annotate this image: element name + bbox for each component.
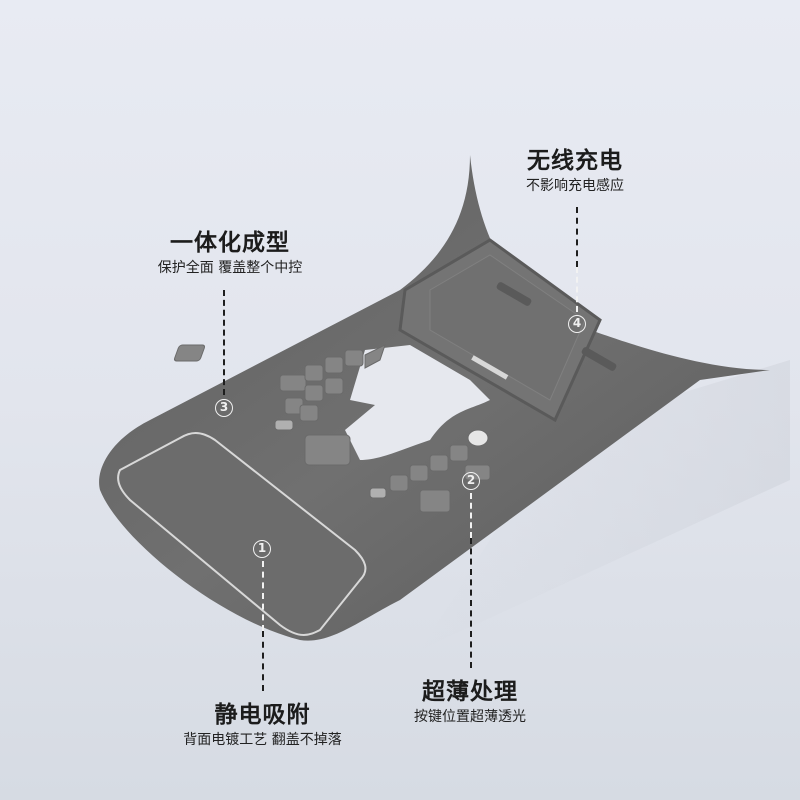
leader-line-1 <box>262 561 264 631</box>
marker-3: 3 <box>215 399 233 417</box>
leader-line-4 <box>576 207 578 267</box>
feature-title: 静电吸附 <box>214 702 311 728</box>
feature-2-label: 超薄处理 按键位置超薄透光 <box>385 677 555 727</box>
marker-1: 1 <box>253 540 271 558</box>
feature-subtitle: 不影响充电感应 <box>526 178 624 194</box>
leader-line-2 <box>470 493 472 538</box>
marker-2: 2 <box>462 472 480 490</box>
feature-subtitle: 按键位置超薄透光 <box>414 709 526 725</box>
leader-line-2b <box>470 538 472 668</box>
feature-title: 超薄处理 <box>422 679 518 705</box>
feature-subtitle: 背面电镀工艺 翻盖不掉落 <box>183 732 342 748</box>
leader-line-1b <box>262 631 264 691</box>
feature-3-label: 一体化成型 保护全面 覆盖整个中控 <box>120 228 340 278</box>
feature-title: 无线充电 <box>527 148 623 174</box>
feature-title: 一体化成型 <box>170 230 290 256</box>
leader-line-3 <box>223 290 225 395</box>
marker-4: 4 <box>568 315 586 333</box>
leader-line-4b <box>576 267 578 312</box>
feature-4-label: 无线充电 不影响充电感应 <box>490 146 660 196</box>
feature-1-label: 静电吸附 背面电镀工艺 翻盖不掉落 <box>150 700 375 750</box>
feature-subtitle: 保护全面 覆盖整个中控 <box>157 260 303 276</box>
